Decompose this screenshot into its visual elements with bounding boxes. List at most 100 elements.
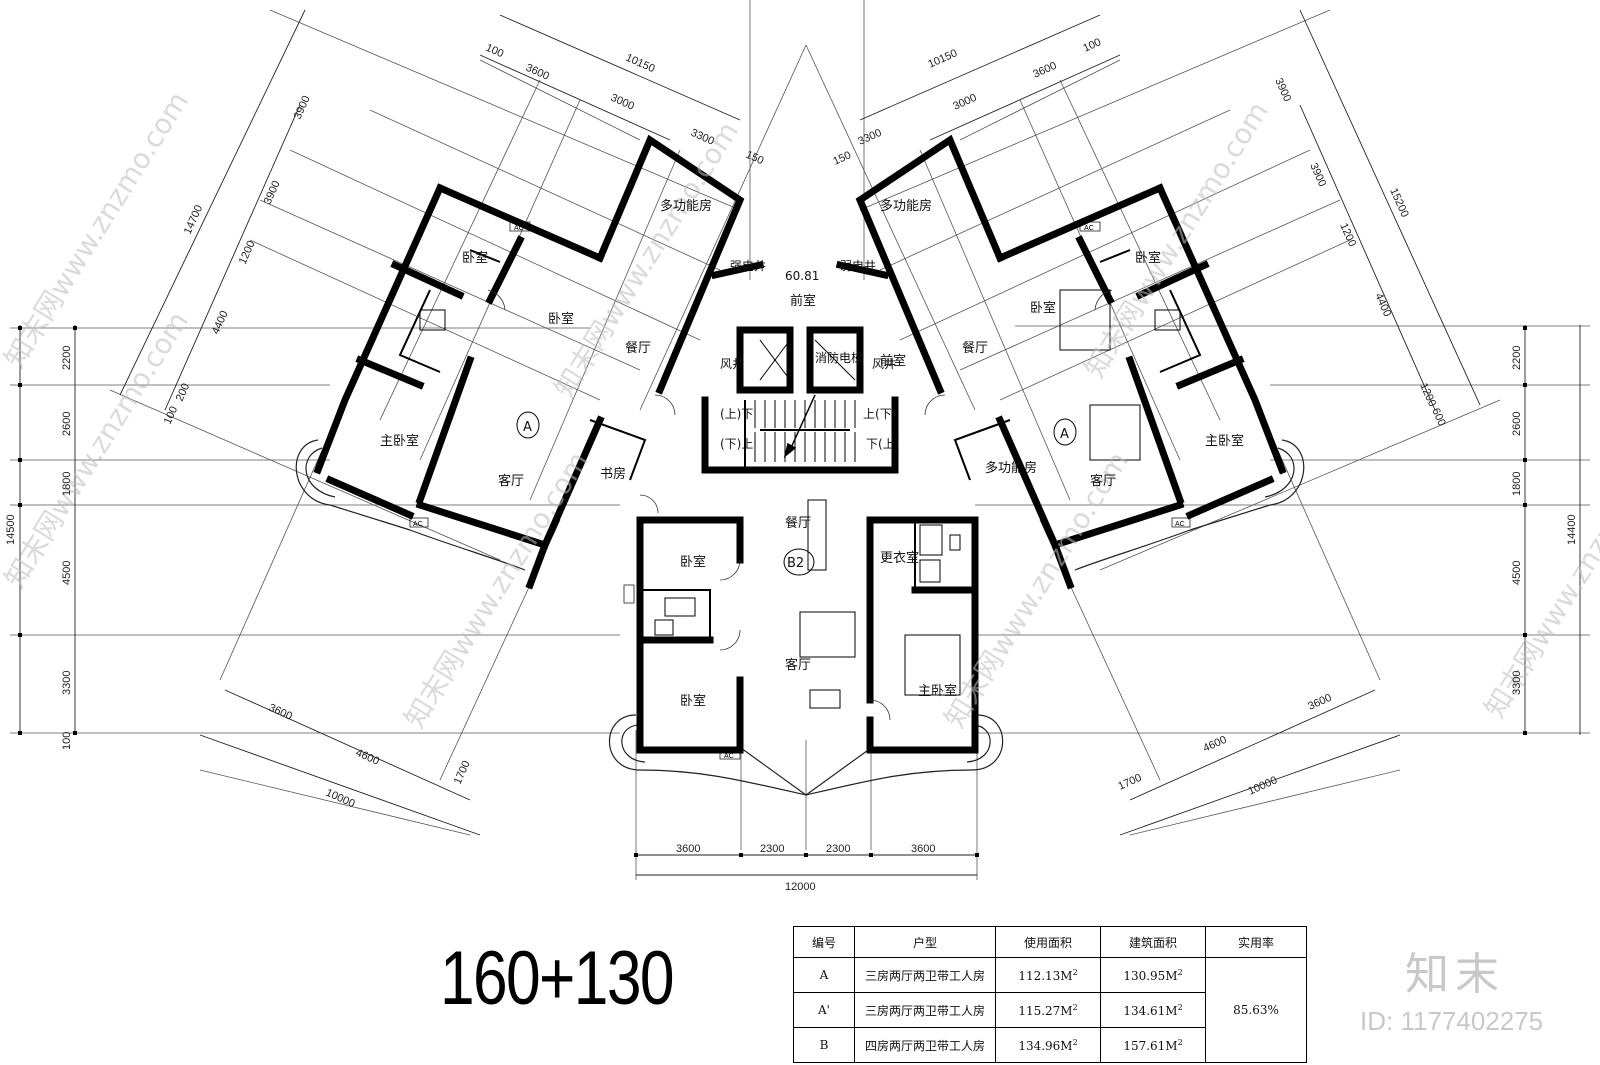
area-table: 编号 户型 使用面积 建筑面积 实用率 A 三房两厅两卫带工人房 112.13M…: [793, 926, 1307, 1063]
dim-right-vert-0: 2200: [1511, 346, 1523, 370]
unit-markers: A A B2: [516, 411, 1077, 576]
room-wind-left: 风井: [720, 357, 744, 371]
table-cell-type: 三房两厅两卫带工人房: [854, 957, 996, 993]
dim-top-left-1: 3600: [524, 62, 551, 83]
table-cell-use-area: 112.13M2: [995, 957, 1101, 993]
dim-bottom-right-2: 1700: [1116, 772, 1143, 793]
dim-bottom-center-1: 2300: [760, 843, 784, 855]
dim-top-right-2: 3000: [951, 92, 978, 113]
room-dining-r: 餐厅: [962, 340, 988, 356]
dim-left-diag-5: 100: [162, 405, 180, 427]
unit-a-left: A: [523, 420, 532, 435]
table-header-row: 编号 户型 使用面积 建筑面积 实用率: [793, 926, 1307, 958]
table-header: 使用面积: [995, 926, 1101, 958]
dim-bottom-total: 12000: [785, 881, 816, 893]
dim-right-vert-3: 4500: [1511, 561, 1523, 585]
table-cell-type: 三房两厅两卫带工人房: [854, 992, 996, 1028]
dim-right-diag-5: 1200: [1417, 381, 1438, 408]
ac-label-1: AC: [514, 225, 524, 232]
dim-right-diag-6: 600: [1429, 406, 1447, 428]
ac-label-3: AC: [724, 753, 734, 760]
unit-a-right: A: [1060, 427, 1069, 442]
stairs-label-2: (下)上: [720, 437, 753, 451]
room-bedroom-l1: 卧室: [462, 250, 488, 266]
stair-arrow: [783, 394, 816, 458]
room-living-r: 客厅: [1090, 473, 1116, 489]
table-cell-build-area: 157.61M2: [1100, 1027, 1206, 1063]
dim-left-diag-4: 4400: [210, 309, 231, 336]
dim-top-right-3: 3300: [856, 127, 883, 148]
room-bedroom-l2: 卧室: [548, 311, 574, 327]
table-cell-code: B: [793, 1027, 855, 1063]
brand-watermark: 知末: [1405, 949, 1505, 1000]
dim-left-vert-3: 4500: [61, 561, 73, 585]
table-header: 建筑面积: [1100, 926, 1206, 958]
dimension-lines: [19, 9, 1581, 876]
table-cell-code: A: [793, 957, 855, 993]
dim-top-left-4: 100: [484, 42, 506, 60]
room-wind-right: 风井: [872, 357, 896, 371]
dim-top-right-1: 3600: [1031, 60, 1058, 81]
dim-top-left-2: 3000: [609, 92, 636, 113]
dim-right-total: 14400: [1566, 514, 1578, 545]
watermark-text-6: 知末网www.znzmo.com: [1078, 96, 1275, 384]
room-labels: 多功能房 多功能房 强电井 弱电井 60.81 前室 前室 消防电梯 风井 风井…: [380, 198, 1244, 709]
room-lobby: 前室: [790, 293, 816, 309]
table-header: 户型: [854, 926, 996, 958]
room-dressing: 更衣室: [880, 550, 919, 566]
dim-bottom-left-1: 4600: [354, 747, 381, 768]
table-cell-build-area: 130.95M2: [1100, 957, 1206, 993]
dim-right-diag-2: 3900: [1307, 161, 1328, 188]
dimension-ticks: [18, 326, 1527, 857]
ac-label-2: AC: [1084, 225, 1094, 232]
table-row: B 四房两厅两卫带工人房 134.96M2 157.61M2: [793, 1027, 1307, 1063]
dim-bottom-right-0: 3600: [1306, 692, 1333, 713]
table-cell-type: 四房两厅两卫带工人房: [854, 1027, 996, 1063]
dim-left-diag-3: 1200: [237, 239, 258, 266]
dim-right-diag-1: 3900: [1272, 76, 1293, 103]
unit-b2: B2: [787, 556, 804, 571]
watermark-text-7: 知末网www.znzmo.com: [1478, 436, 1600, 724]
dim-left-vert-0: 2200: [61, 346, 73, 370]
dim-left-diag-total: 14700: [182, 203, 205, 236]
dim-bottom-left-3: 10000: [324, 787, 357, 810]
axis-lines: [10, 0, 1590, 880]
table-cell-use-area: 115.27M2: [995, 992, 1101, 1028]
fixtures: [419, 289, 1181, 709]
table-cell-use-area: 134.96M2: [995, 1027, 1101, 1063]
room-dining-b: 餐厅: [785, 515, 811, 531]
dim-left-diag-2: 3900: [262, 179, 283, 206]
ac-labels: AC AC AC AC AC: [409, 221, 1191, 760]
room-dining-l: 餐厅: [625, 340, 651, 356]
dim-left-vert-4: 3300: [61, 671, 73, 695]
room-bedroom-b1: 卧室: [680, 554, 706, 570]
dim-right-diag-total: 15200: [1387, 186, 1410, 219]
dim-top-right-4: 100: [1081, 36, 1103, 54]
room-master-l: 主卧室: [380, 433, 419, 449]
stair-treads: [744, 339, 856, 462]
room-bedroom-b2: 卧室: [680, 693, 706, 709]
ac-label-5: AC: [1175, 521, 1185, 528]
dim-bottom-right-1: 4600: [1201, 734, 1228, 755]
table-header: 实用率: [1205, 926, 1307, 958]
dim-bottom-left-0: 3600: [267, 702, 294, 723]
stairs-label-3: 上(下): [863, 407, 896, 421]
dim-left-vert-1: 2600: [61, 412, 73, 436]
dim-right-vert-2: 1800: [1511, 472, 1523, 496]
brand-id: ID: 1177402275: [1360, 1006, 1544, 1036]
room-master-b: 主卧室: [918, 683, 957, 699]
dim-left-vert-5: 100: [61, 732, 73, 750]
room-living-l: 客厅: [498, 473, 524, 489]
room-strong-elec: 强电井: [730, 259, 766, 273]
room-multi-r2: 多功能房: [985, 460, 1037, 476]
dim-right-vert-4: 3300: [1511, 671, 1523, 695]
dimension-labels: 10150 3600 3000 3300 100 150 10150 3600 …: [5, 36, 1578, 893]
table-row: A 三房两厅两卫带工人房 112.13M2 130.95M2 85.63%: [793, 957, 1307, 1063]
room-master-r: 主卧室: [1205, 433, 1244, 449]
table-cell-build-area: 134.61M2: [1100, 992, 1206, 1028]
room-multi-right: 多功能房: [880, 198, 932, 214]
dim-bottom-center-3: 3600: [911, 843, 935, 855]
walls: [313, 134, 1287, 754]
room-living-b: 客厅: [785, 657, 811, 673]
table-cell-code: A': [793, 992, 855, 1028]
